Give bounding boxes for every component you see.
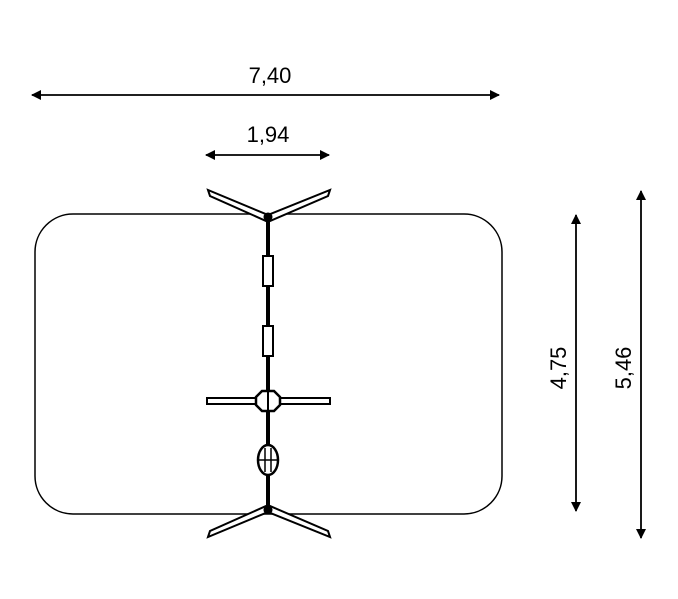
top-frame-arms xyxy=(206,188,332,223)
dimension-equipment-length: 4,75 xyxy=(546,214,581,512)
dimension-total-length-label: 5,46 xyxy=(611,347,636,390)
dimension-total-width: 7,40 xyxy=(31,63,500,100)
spring-element xyxy=(262,325,274,357)
handle-bar xyxy=(206,389,331,413)
dimension-total-length: 5,46 xyxy=(611,190,646,539)
dimension-equipment-length-label: 4,75 xyxy=(546,347,571,390)
dimension-total-width-label: 7,40 xyxy=(249,63,292,88)
spring-element xyxy=(262,255,274,287)
seat xyxy=(256,443,280,477)
dimension-equipment-width: 1,94 xyxy=(205,122,330,160)
bottom-frame-arms xyxy=(206,504,332,539)
dimension-equipment-width-label: 1,94 xyxy=(247,122,290,147)
seesaw-equipment xyxy=(206,188,332,539)
